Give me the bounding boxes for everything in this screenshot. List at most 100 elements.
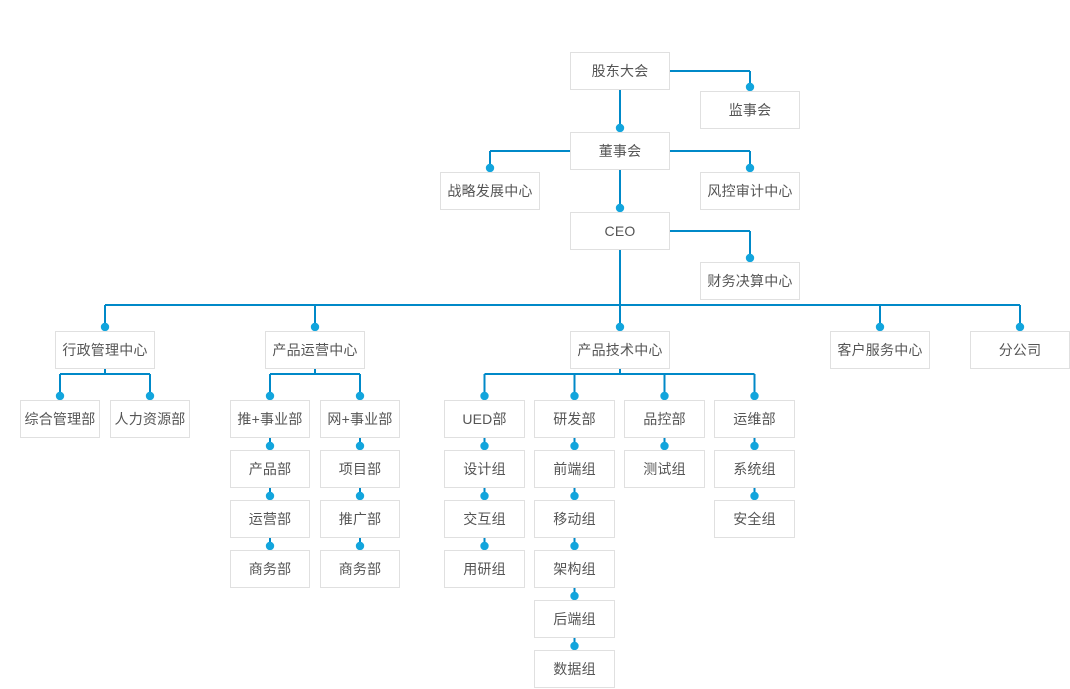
org-node-n9[interactable]: 产品运营中心 [265, 331, 365, 369]
connector-dot [660, 441, 669, 451]
org-node-n26[interactable]: 运维部 [714, 400, 795, 438]
connector-dot [660, 391, 669, 401]
org-node-label: 战略发展中心 [447, 183, 533, 199]
org-node-label: 设计组 [463, 461, 506, 477]
org-node-label: 产品技术中心 [577, 342, 663, 358]
connector-dot [265, 441, 275, 451]
org-node-label: 监事会 [728, 102, 772, 118]
org-node-label: 前端组 [553, 461, 596, 477]
org-node-label: 系统组 [733, 461, 776, 477]
org-node-label: 安全组 [733, 511, 776, 527]
org-node-label: 运维部 [733, 411, 776, 427]
connector-dot [355, 541, 365, 551]
org-node-label: CEO [604, 223, 636, 239]
connector-dot [875, 322, 885, 332]
connector-dot [570, 441, 579, 451]
connector-dot [570, 591, 579, 601]
connector-dot [750, 491, 759, 501]
org-node-n25[interactable]: 品控部 [624, 400, 705, 438]
org-node-label: 移动组 [553, 511, 596, 527]
org-node-n8[interactable]: 行政管理中心 [55, 331, 155, 369]
org-node-n32[interactable]: 移动组 [534, 500, 615, 538]
connector-dot [615, 123, 625, 133]
org-node-label: 产品部 [248, 461, 292, 477]
org-node-label: 用研组 [463, 561, 506, 577]
org-node-n34[interactable]: 用研组 [444, 550, 525, 588]
org-node-n21[interactable]: 商务部 [230, 550, 310, 588]
org-node-label: 财务决算中心 [707, 273, 793, 289]
org-node-n20[interactable]: 推广部 [320, 500, 400, 538]
org-node-label: 测试组 [643, 461, 686, 477]
connector-dot [355, 491, 365, 501]
org-node-label: 项目部 [338, 461, 382, 477]
org-node-n14[interactable]: 人力资源部 [110, 400, 190, 438]
connector-dot [570, 641, 579, 651]
connector-dot [100, 322, 110, 332]
connector-dot [750, 391, 759, 401]
org-node-n17[interactable]: 产品部 [230, 450, 310, 488]
org-node-n10[interactable]: 产品技术中心 [570, 331, 670, 369]
connector-dot [615, 203, 625, 213]
org-node-n12[interactable]: 分公司 [970, 331, 1070, 369]
org-node-n36[interactable]: 后端组 [534, 600, 615, 638]
org-node-n28[interactable]: 前端组 [534, 450, 615, 488]
org-node-label: 商务部 [248, 561, 292, 577]
org-node-n3[interactable]: 董事会 [570, 132, 670, 170]
org-node-n33[interactable]: 安全组 [714, 500, 795, 538]
connector-dot [1015, 322, 1025, 332]
org-node-n13[interactable]: 综合管理部 [20, 400, 100, 438]
org-node-label: UED部 [462, 411, 507, 427]
org-node-label: 分公司 [998, 342, 1042, 358]
org-node-label: 推广部 [338, 511, 382, 527]
connector-dot [55, 391, 65, 401]
org-node-n35[interactable]: 架构组 [534, 550, 615, 588]
org-node-n2[interactable]: 监事会 [700, 91, 800, 129]
org-node-n31[interactable]: 交互组 [444, 500, 525, 538]
org-node-label: 风控审计中心 [707, 183, 793, 199]
connector-dot [745, 163, 755, 173]
org-node-label: 行政管理中心 [62, 342, 148, 358]
org-node-n30[interactable]: 系统组 [714, 450, 795, 488]
connector-dot [615, 322, 625, 332]
org-node-n27[interactable]: 设计组 [444, 450, 525, 488]
connector-dot [745, 82, 755, 92]
org-node-label: 董事会 [598, 143, 642, 159]
org-node-n15[interactable]: 推+事业部 [230, 400, 310, 438]
org-node-label: 网+事业部 [327, 411, 393, 427]
org-node-label: 综合管理部 [24, 411, 96, 427]
connector-dot [355, 441, 365, 451]
connector-dot [480, 491, 489, 501]
org-node-n5[interactable]: 风控审计中心 [700, 172, 800, 210]
org-node-label: 架构组 [553, 561, 596, 577]
org-node-n11[interactable]: 客户服务中心 [830, 331, 930, 369]
org-node-n1[interactable]: 股东大会 [570, 52, 670, 90]
connector-dot [145, 391, 155, 401]
connector-dot [480, 441, 489, 451]
connector-dot [265, 541, 275, 551]
org-node-n29[interactable]: 测试组 [624, 450, 705, 488]
org-node-label: 数据组 [553, 661, 596, 677]
org-node-label: 股东大会 [591, 63, 649, 79]
org-node-label: 产品运营中心 [272, 342, 358, 358]
connector-dot [750, 441, 759, 451]
org-node-n23[interactable]: UED部 [444, 400, 525, 438]
org-node-n6[interactable]: CEO [570, 212, 670, 250]
connector-dot [745, 253, 755, 263]
org-node-n19[interactable]: 运营部 [230, 500, 310, 538]
org-node-n16[interactable]: 网+事业部 [320, 400, 400, 438]
org-node-n4[interactable]: 战略发展中心 [440, 172, 540, 210]
connector-dot [480, 391, 489, 401]
org-node-n24[interactable]: 研发部 [534, 400, 615, 438]
org-node-label: 品控部 [643, 411, 686, 427]
org-node-label: 研发部 [553, 411, 596, 427]
connector-dot [570, 541, 579, 551]
connector-dot [355, 391, 365, 401]
org-node-n7[interactable]: 财务决算中心 [700, 262, 800, 300]
org-node-n18[interactable]: 项目部 [320, 450, 400, 488]
org-node-n22[interactable]: 商务部 [320, 550, 400, 588]
connector-dot [570, 391, 579, 401]
org-node-n37[interactable]: 数据组 [534, 650, 615, 688]
connector-dot [310, 322, 320, 332]
org-node-label: 推+事业部 [237, 411, 303, 427]
